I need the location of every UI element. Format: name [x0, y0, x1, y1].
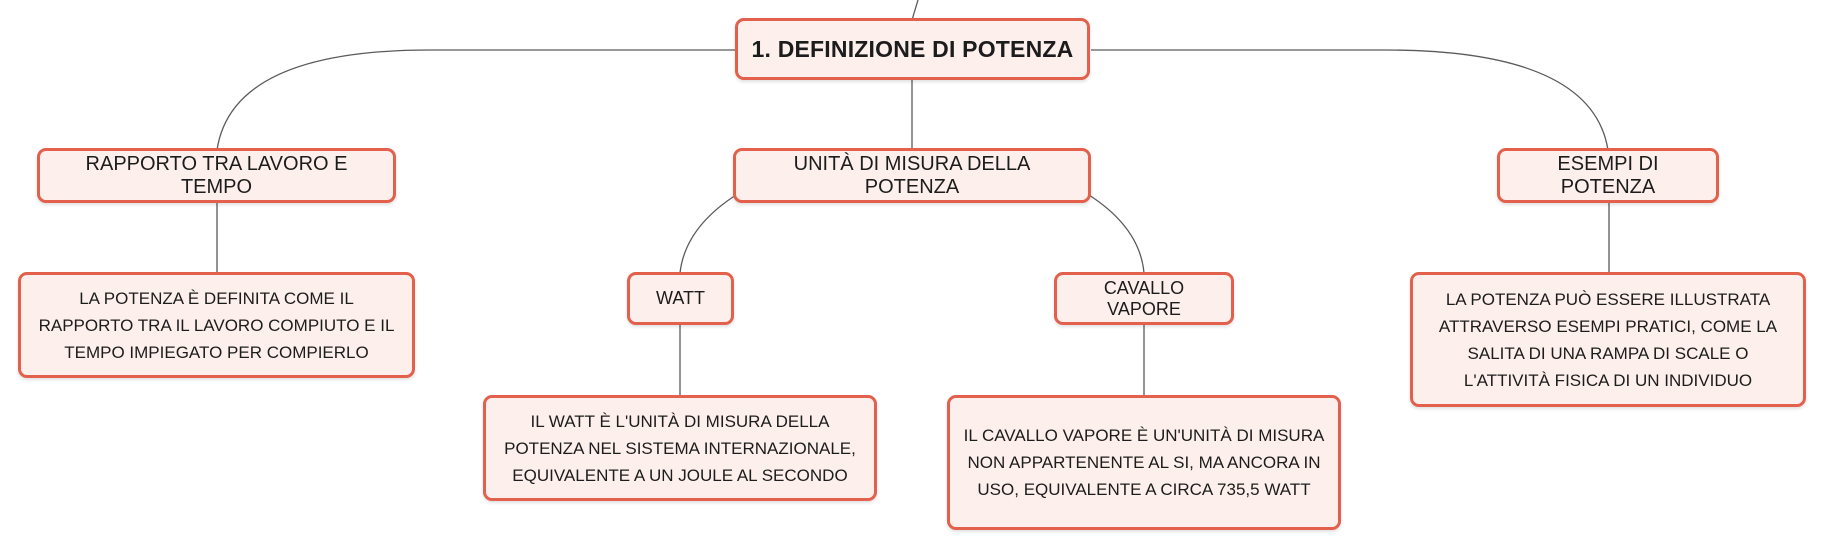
connector-root-to-ratio — [216, 49, 737, 151]
watt-node[interactable]: WATT — [627, 272, 734, 325]
connector-root-to-examples — [1091, 49, 1609, 151]
root-node-label: 1. DEFINIZIONE DI POTENZA — [751, 35, 1074, 62]
examples-detail-node[interactable]: LA POTENZA PUÒ ESSERE ILLUSTRATA ATTRAVE… — [1410, 272, 1806, 407]
ratio-node-label: RAPPORTO TRA LAVORO E TEMPO — [85, 152, 348, 198]
examples-node-label: ESEMPI DI POTENZA — [1557, 152, 1659, 198]
connector-units-to-watt — [679, 194, 737, 274]
watt-node-label: WATT — [656, 288, 705, 308]
watt-detail-text: IL WATT È L'UNITÀ DI MISURA DELLA POTENZ… — [504, 411, 856, 485]
horsepower-detail-text: IL CAVALLO VAPORE È UN'UNITÀ DI MISURA N… — [963, 426, 1325, 499]
ratio-node[interactable]: RAPPORTO TRA LAVORO E TEMPO — [37, 148, 396, 203]
ratio-detail-node[interactable]: LA POTENZA È DEFINITA COME IL RAPPORTO T… — [18, 272, 415, 378]
connector-units-to-horsepower — [1088, 194, 1145, 274]
ratio-detail-text: LA POTENZA È DEFINITA COME IL RAPPORTO T… — [38, 288, 395, 362]
root-node[interactable]: 1. DEFINIZIONE DI POTENZA — [735, 18, 1090, 80]
examples-node[interactable]: ESEMPI DI POTENZA — [1497, 148, 1719, 203]
horsepower-detail-node[interactable]: IL CAVALLO VAPORE È UN'UNITÀ DI MISURA N… — [947, 395, 1341, 530]
connector-incoming-top — [911, 0, 919, 21]
examples-detail-text: LA POTENZA PUÒ ESSERE ILLUSTRATA ATTRAVE… — [1438, 289, 1778, 390]
horsepower-node[interactable]: CAVALLO VAPORE — [1054, 272, 1234, 325]
units-node[interactable]: UNITÀ DI MISURA DELLA POTENZA — [733, 148, 1091, 203]
units-node-label: UNITÀ DI MISURA DELLA POTENZA — [793, 152, 1031, 198]
watt-detail-node[interactable]: IL WATT È L'UNITÀ DI MISURA DELLA POTENZ… — [483, 395, 877, 501]
horsepower-node-label: CAVALLO VAPORE — [1103, 277, 1185, 319]
